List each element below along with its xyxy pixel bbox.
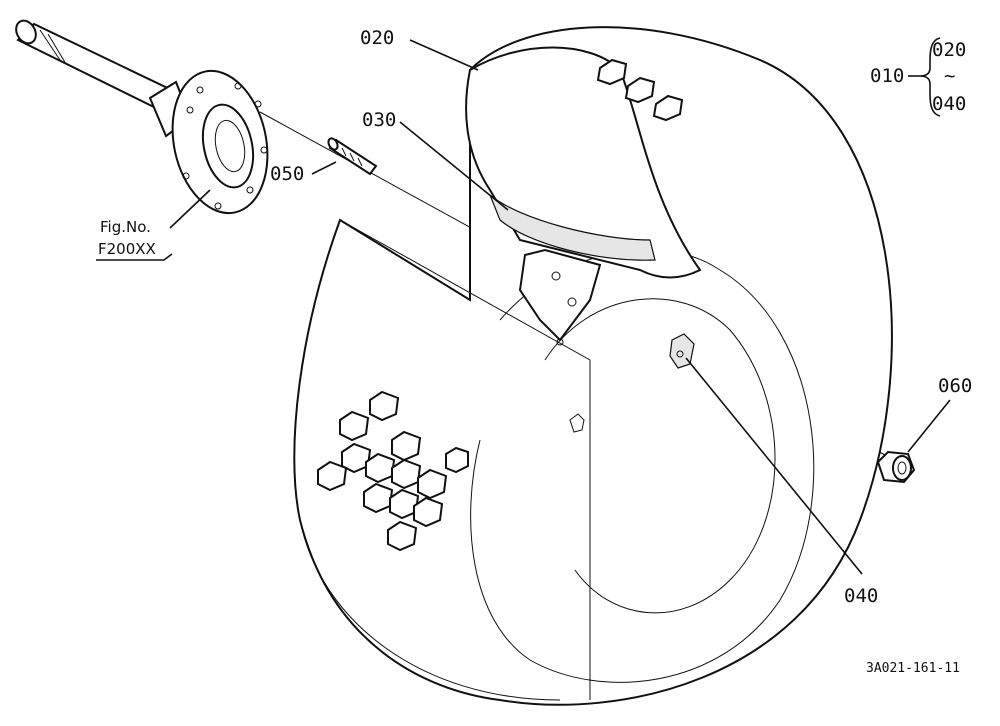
drawing-code: 3A021-161-11 <box>866 661 960 676</box>
leader-040 <box>685 357 863 575</box>
stud-bolt-icon[interactable] <box>327 137 378 176</box>
range-end-label: 040 <box>932 93 966 115</box>
label-060[interactable]: 060 <box>938 375 972 397</box>
leader-030 <box>399 121 509 211</box>
label-020[interactable]: 020 <box>360 27 394 49</box>
leader-020 <box>409 39 479 71</box>
axle-shaft-icon[interactable] <box>12 17 280 222</box>
range-tilde: ~ <box>944 65 955 87</box>
range-start-label: 020 <box>932 39 966 61</box>
fig-no-label: Fig.No. <box>100 218 151 236</box>
leader-060 <box>907 399 951 453</box>
wheel-nut-icon[interactable] <box>876 450 916 484</box>
label-030[interactable]: 030 <box>362 109 396 131</box>
tire-icon[interactable] <box>293 26 893 706</box>
label-040[interactable]: 040 <box>844 585 878 607</box>
fig-reference-underline <box>96 253 173 261</box>
fig-number-link[interactable]: F200XX <box>98 240 156 258</box>
rim-icon[interactable] <box>518 248 602 433</box>
label-050[interactable]: 050 <box>270 163 304 185</box>
leader-fig <box>169 189 211 229</box>
leader-050 <box>311 161 337 175</box>
label-010[interactable]: 010 <box>870 65 904 87</box>
